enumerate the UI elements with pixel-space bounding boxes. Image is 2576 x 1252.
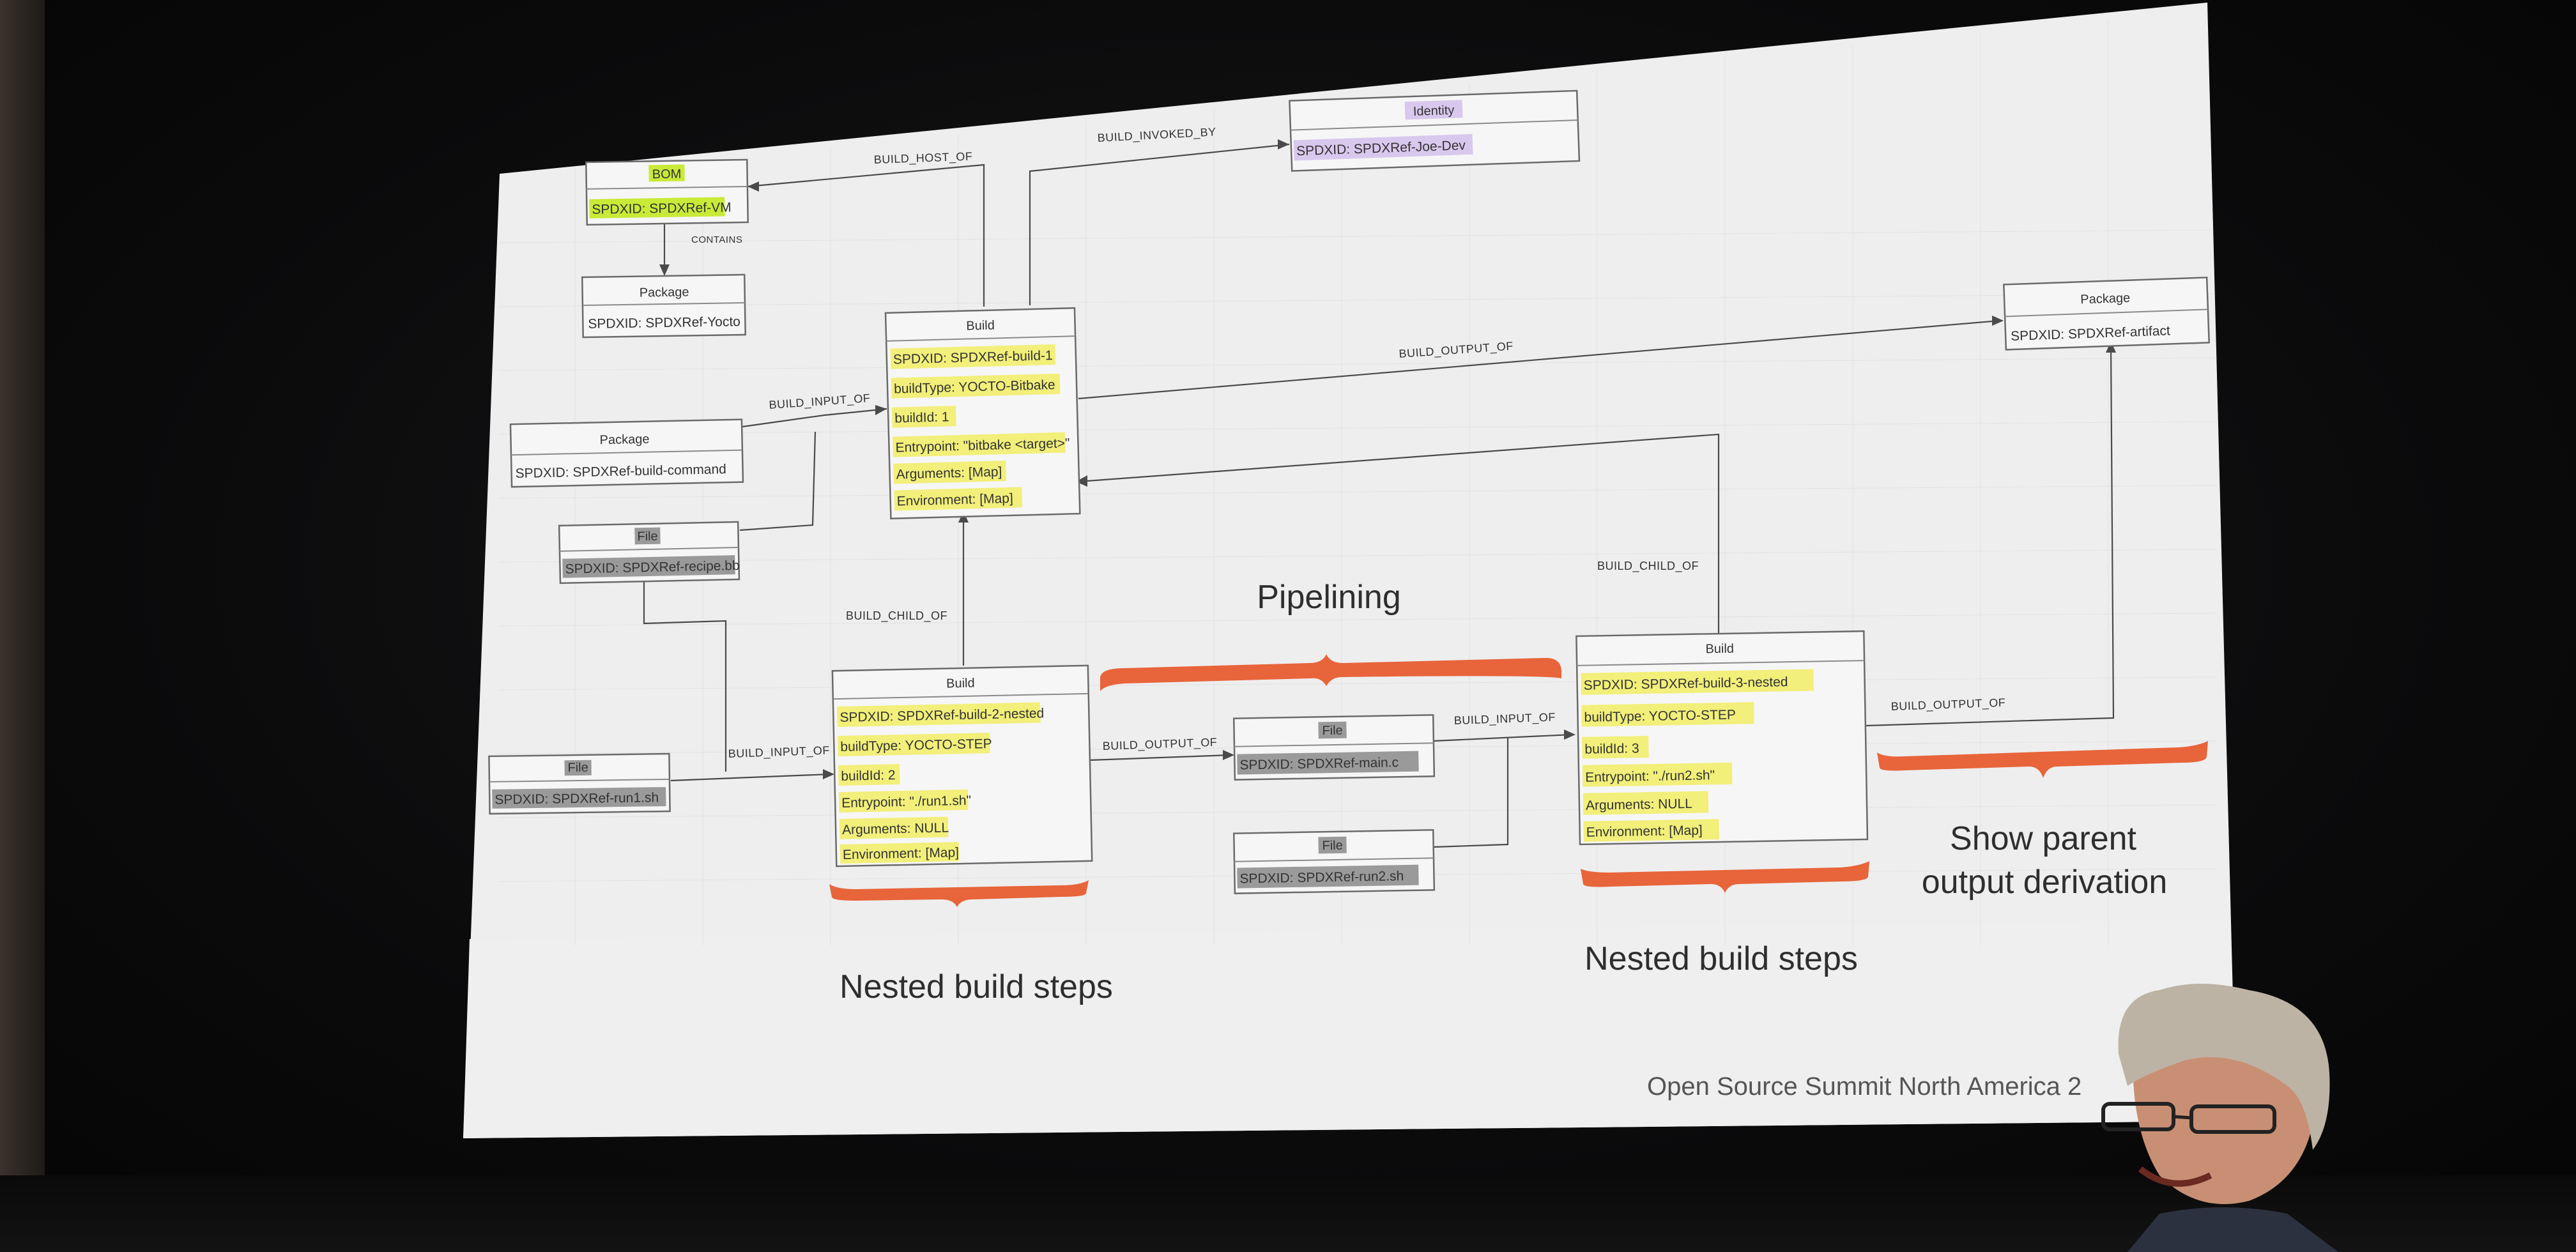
node-bom: BOM SPDXID: SPDXRef-VM (585, 158, 749, 226)
edge-recipe-input (739, 431, 816, 531)
node-package-yocto: Package SPDXID: SPDXRef-Yocto (581, 273, 746, 339)
node-field: Environment: [Map] (1586, 823, 1703, 840)
node-field: SPDXID: SPDXRef-run1.sh (494, 790, 659, 807)
node-field: buildId: 3 (1584, 741, 1639, 756)
node-field: Environment: [Map] (896, 491, 1013, 509)
slide-footer: Open Source Summit North America 2 (1647, 1073, 2082, 1101)
annotation-parent-line2: output derivation (1922, 864, 2168, 901)
node-field: SPDXID: SPDXRef-recipe.bb (565, 558, 740, 577)
node-field: Environment: [Map] (843, 845, 960, 862)
node-field: SPDXID: SPDXRef-VM (592, 200, 732, 217)
node-field: Entrypoint: "./run2.sh" (1585, 768, 1715, 785)
node-field: Arguments: [Map] (896, 464, 1002, 482)
annotation-parent-line1: Show parent (1950, 820, 2137, 857)
brace-nested-right (1581, 861, 1869, 893)
node-file-run1: File SPDXID: SPDXRef-run1.sh (488, 752, 671, 815)
node-field: Arguments: NULL (1586, 797, 1692, 813)
node-field: SPDXID: SPDXRef-run2.sh (1239, 869, 1404, 886)
node-field: buildType: YOCTO-STEP (840, 737, 992, 754)
annotation-nested-left: Nested build steps (839, 968, 1113, 1005)
edge-build-input-of-3 (1433, 733, 1572, 742)
edge-build-output-of-2 (1089, 754, 1231, 761)
edge-build-input-of-cmd (742, 410, 863, 428)
brace-pipelining (1100, 654, 1561, 691)
annotation-braces (829, 654, 2208, 907)
node-type: Build (946, 676, 975, 691)
edge-build-child-of-3 (1078, 433, 1720, 634)
edge-run2-input (1433, 737, 1509, 848)
node-field: buildId: 1 (894, 409, 949, 425)
edge-build-invoked-by (1029, 143, 1290, 305)
edge-label-contains: CONTAINS (691, 234, 742, 245)
node-package-build-command: Package SPDXID: SPDXRef-build-command (509, 418, 744, 488)
edge-recipe-to-build2 (643, 576, 727, 772)
edge-build-input-of-run1 (670, 773, 831, 782)
node-field: SPDXID: SPDXRef-Yocto (588, 314, 740, 332)
node-type: Build (966, 318, 995, 333)
node-build-2: Build SPDXID: SPDXRef-build-2-nested bui… (831, 664, 1093, 867)
edge-build-host-of (747, 164, 985, 307)
node-type: File (567, 761, 588, 775)
edge-build-output-of-3 (1865, 346, 2115, 727)
node-field: Entrypoint: "./run1.sh" (841, 793, 971, 811)
node-type: File (637, 530, 658, 544)
node-field: Arguments: NULL (842, 820, 949, 837)
node-package-artifact: Package SPDXID: SPDXRef-artifact (2003, 277, 2211, 351)
node-field: SPDXID: SPDXRef-build-3-nested (1583, 675, 1788, 693)
node-type: Build (1705, 642, 1734, 657)
node-field: SPDXID: SPDXRef-main.c (1239, 755, 1399, 772)
edge-label-build-child-of-3: BUILD_CHILD_OF (1597, 560, 1699, 573)
node-type: File (1322, 839, 1343, 853)
node-type: File (1322, 724, 1343, 738)
edge-label-build-child-of-2: BUILD_CHILD_OF (846, 609, 947, 623)
node-type: BOM (652, 167, 682, 182)
node-file-main-c: File SPDXID: SPDXRef-main.c (1232, 714, 1436, 781)
node-type: Package (2080, 291, 2131, 307)
node-build-3: Build SPDXID: SPDXRef-build-3-nested bui… (1575, 630, 1869, 846)
node-type: Package (640, 285, 689, 300)
node-type: Package (599, 432, 649, 448)
brace-parent-output (1877, 741, 2208, 778)
brace-nested-left (829, 880, 1089, 907)
wall (0, 0, 45, 1252)
annotation-pipelining: Pipelining (1257, 579, 1401, 616)
node-field: buildType: YOCTO-STEP (1584, 708, 1736, 725)
diagram-grid (498, 19, 2218, 945)
node-file-run2: File SPDXID: SPDXRef-run2.sh (1232, 828, 1436, 894)
edge-build-output-of-1 (1078, 319, 2000, 400)
slide-caption-area (463, 920, 2236, 1138)
node-identity: Identity SPDXID: SPDXRef-Joe-Dev (1289, 89, 1581, 172)
presenter (2101, 984, 2338, 1252)
node-build-1: Build SPDXID: SPDXRef-build-1 buildType:… (884, 307, 1081, 520)
node-type: Identity (1413, 103, 1454, 119)
annotation-nested-right: Nested build steps (1584, 940, 1858, 977)
node-file-recipe: File SPDXID: SPDXRef-recipe.bb (558, 521, 740, 584)
node-field: buildId: 2 (841, 768, 896, 784)
